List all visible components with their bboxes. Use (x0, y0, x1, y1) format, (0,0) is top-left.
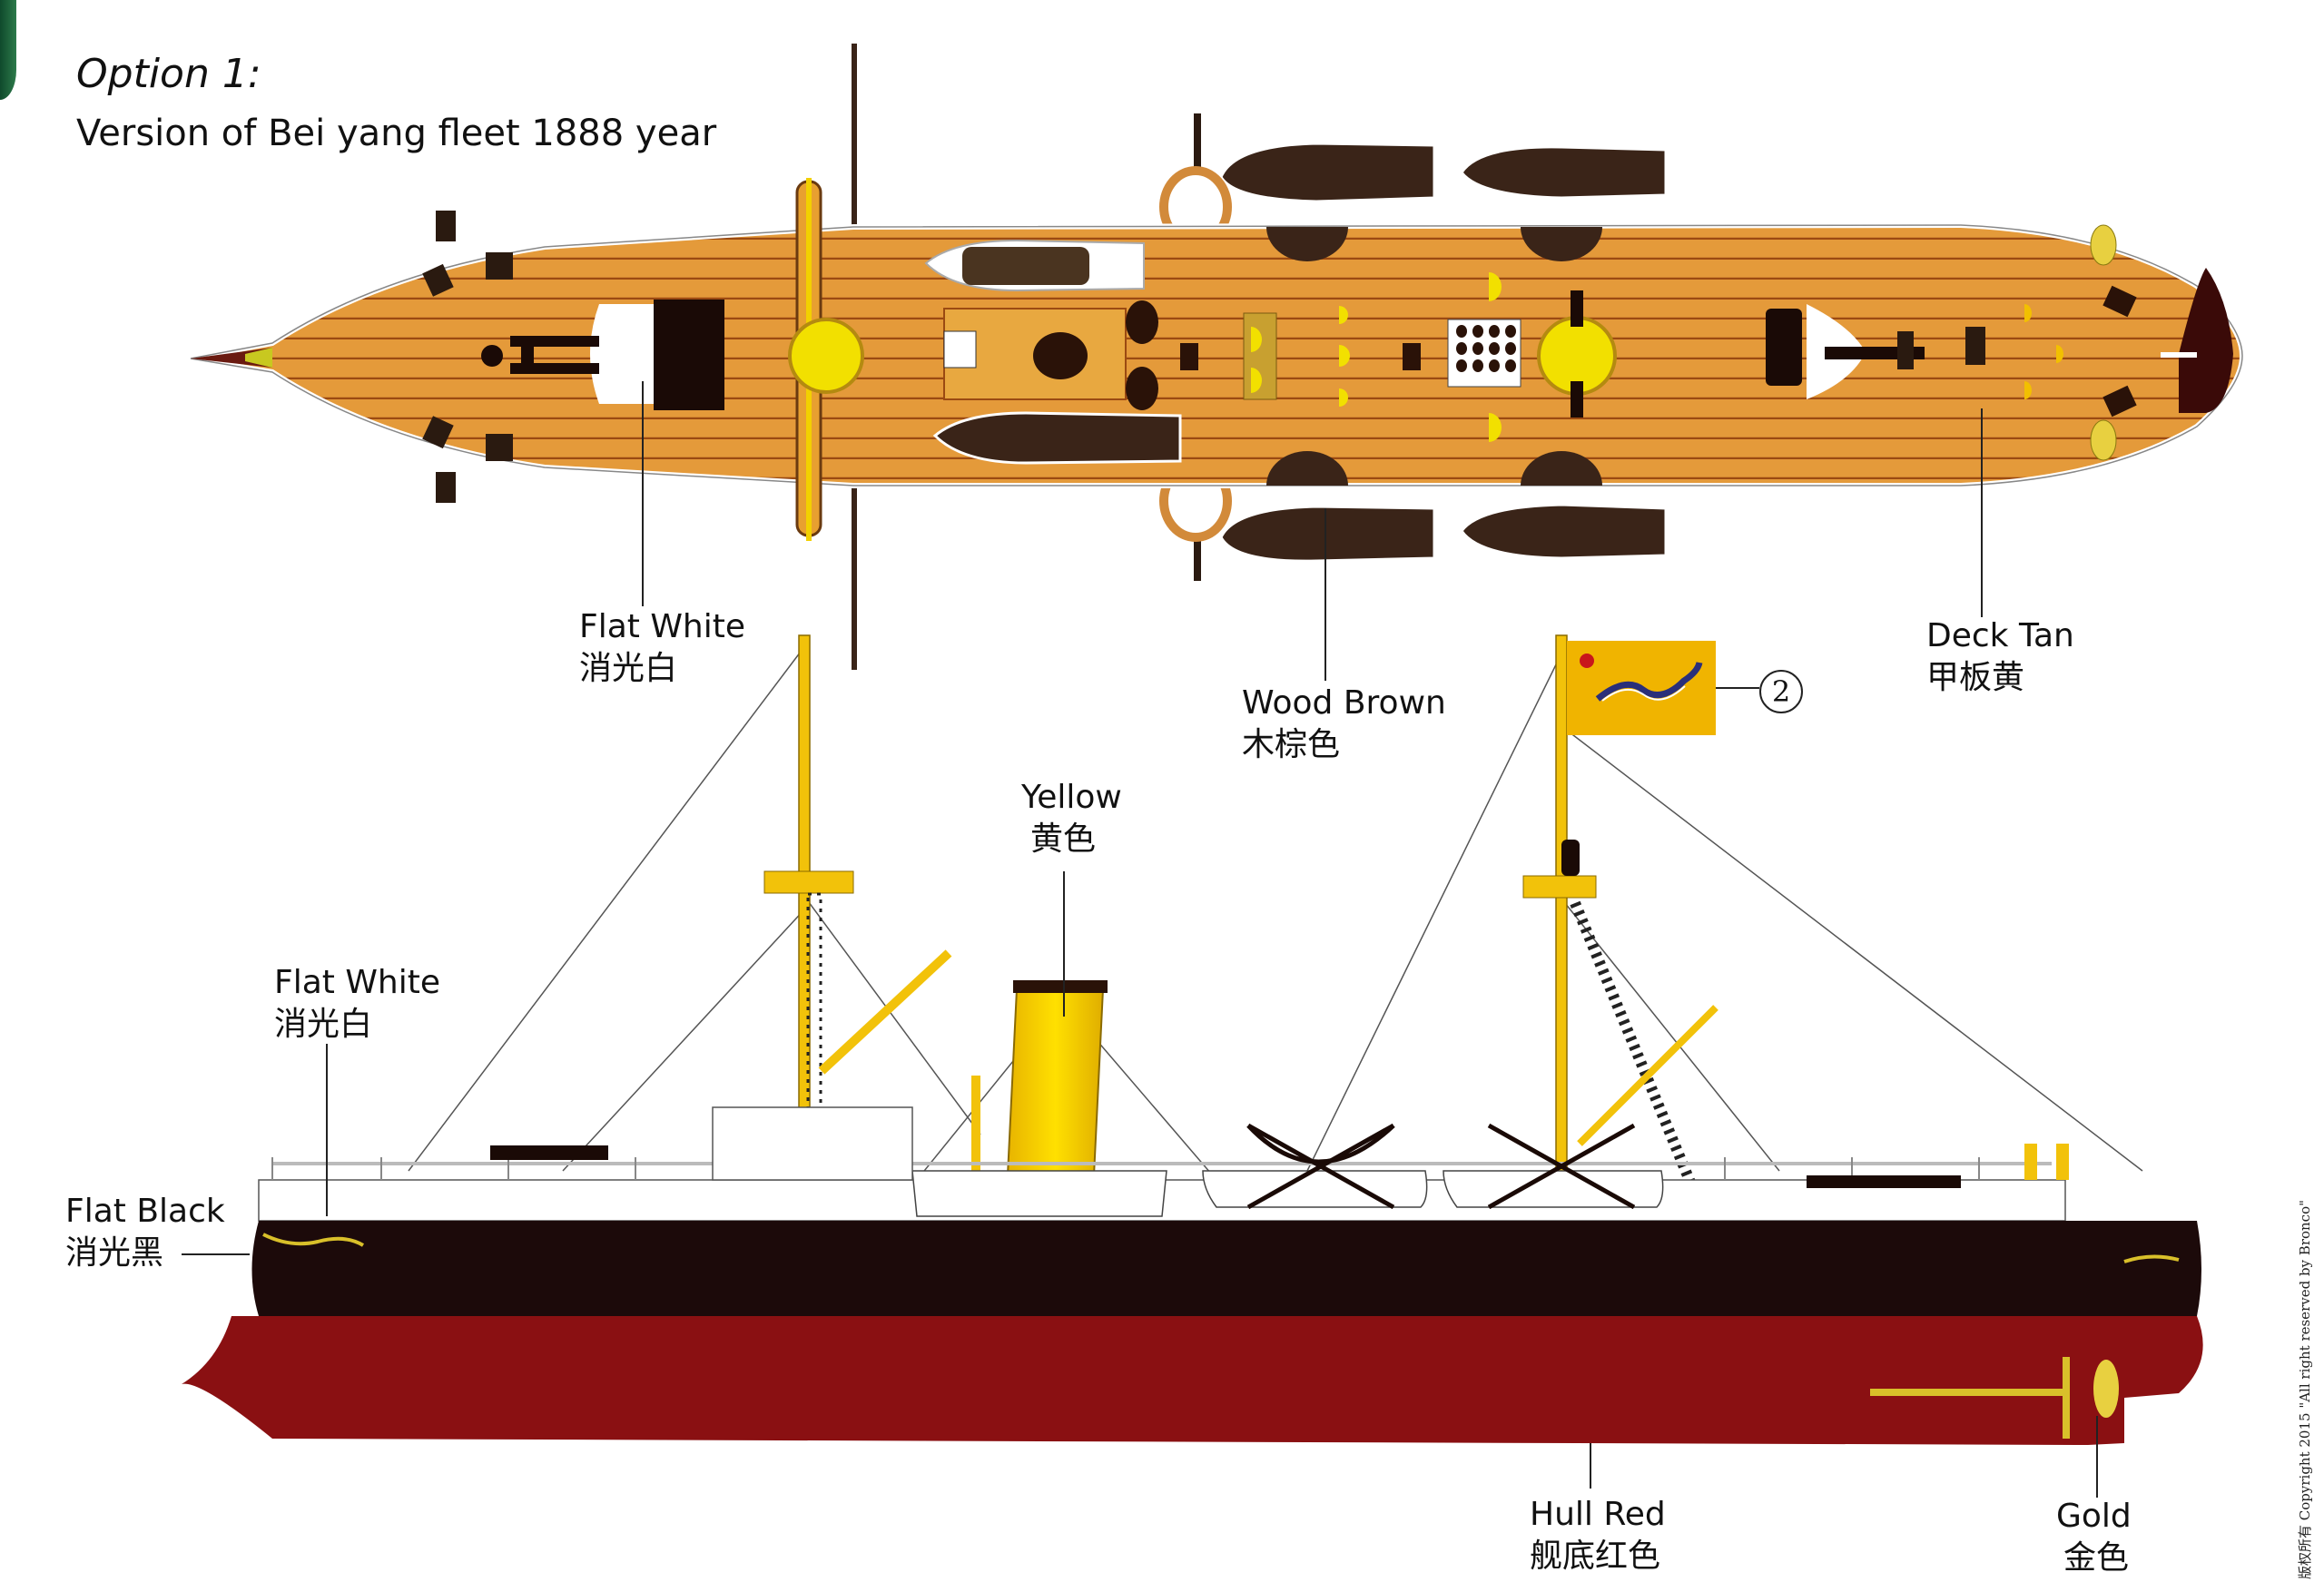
label-en: Hull Red (1530, 1496, 1666, 1533)
hull-red (182, 1316, 2203, 1445)
label-yellow: Yellow 黄色 (1021, 777, 1122, 860)
hull-flat-black (251, 1221, 2201, 1316)
label-en: Gold (2056, 1498, 2132, 1535)
leader-lines-top (642, 381, 1983, 681)
boat (1219, 505, 1436, 563)
label-en: Flat White (579, 608, 746, 645)
label-en: Flat Black (65, 1193, 225, 1230)
leader-lines-side (182, 1044, 2098, 1498)
label-wood-brown: Wood Brown 木棕色 (1242, 683, 1446, 766)
conning-tower (788, 318, 864, 394)
boat (1460, 145, 1668, 200)
label-cn: 舰底红色 (1530, 1538, 1661, 1575)
gun-shield (590, 304, 661, 404)
propeller (2093, 1360, 2119, 1418)
page-title: Option 1: (76, 51, 261, 97)
label-gold: Gold 金色 (2056, 1496, 2132, 1579)
label-cn: 消光黑 (65, 1234, 164, 1272)
page-subtitle: Version of Bei yang fleet 1888 year (76, 113, 717, 154)
label-en: Wood Brown (1242, 684, 1446, 722)
label-deck-tan: Deck Tan 甲板黄 (1926, 615, 2074, 699)
label-cn: 黄色 (1030, 821, 1097, 858)
top-davit-pole (1194, 113, 1201, 195)
label-cn: 木棕色 (1242, 726, 1341, 763)
label-cn: 甲板黄 (1926, 659, 2025, 696)
label-flat-black: Flat Black 消光黑 (65, 1191, 225, 1274)
fore-mast-top (763, 870, 854, 894)
label-hull-red: Hull Red 舰底红色 (1530, 1494, 1666, 1577)
copyright-notice: 版权所有 Copyright 2015 "All right reserved … (2297, 1199, 2313, 1579)
propeller-shaft (1870, 1389, 2070, 1396)
dragon-icon (1595, 662, 1703, 702)
funnel-opening (1033, 332, 1088, 379)
funnel (1006, 988, 1105, 1176)
label-cn: 消光白 (579, 650, 678, 687)
boat (932, 411, 1182, 465)
page-edge-decoration (0, 0, 16, 100)
boat (1460, 503, 1668, 560)
top-view (190, 44, 2246, 670)
flag-sun (1580, 654, 1594, 668)
bow-ornament (262, 1233, 365, 1247)
label-flat-white-side: Flat White 消光白 (274, 962, 440, 1046)
top-boats (1219, 142, 1668, 563)
label-flat-white-top: Flat White 消光白 (579, 606, 745, 690)
stern-ornament (2123, 1254, 2180, 1263)
qing-dragon-flag (1567, 641, 1716, 735)
main-mast (1555, 634, 1568, 1199)
label-en: Yellow (1021, 779, 1122, 816)
side-view (182, 634, 2203, 1445)
flag-callout-number: 2 (1759, 670, 1803, 713)
label-en: Flat White (274, 964, 441, 1001)
label-cn: 金色 (2063, 1539, 2130, 1577)
boat (1219, 142, 1436, 203)
label-en: Deck Tan (1926, 617, 2074, 654)
forward-gun-mount (654, 300, 724, 410)
label-cn: 消光白 (274, 1006, 373, 1043)
stern-gig (2179, 268, 2233, 413)
